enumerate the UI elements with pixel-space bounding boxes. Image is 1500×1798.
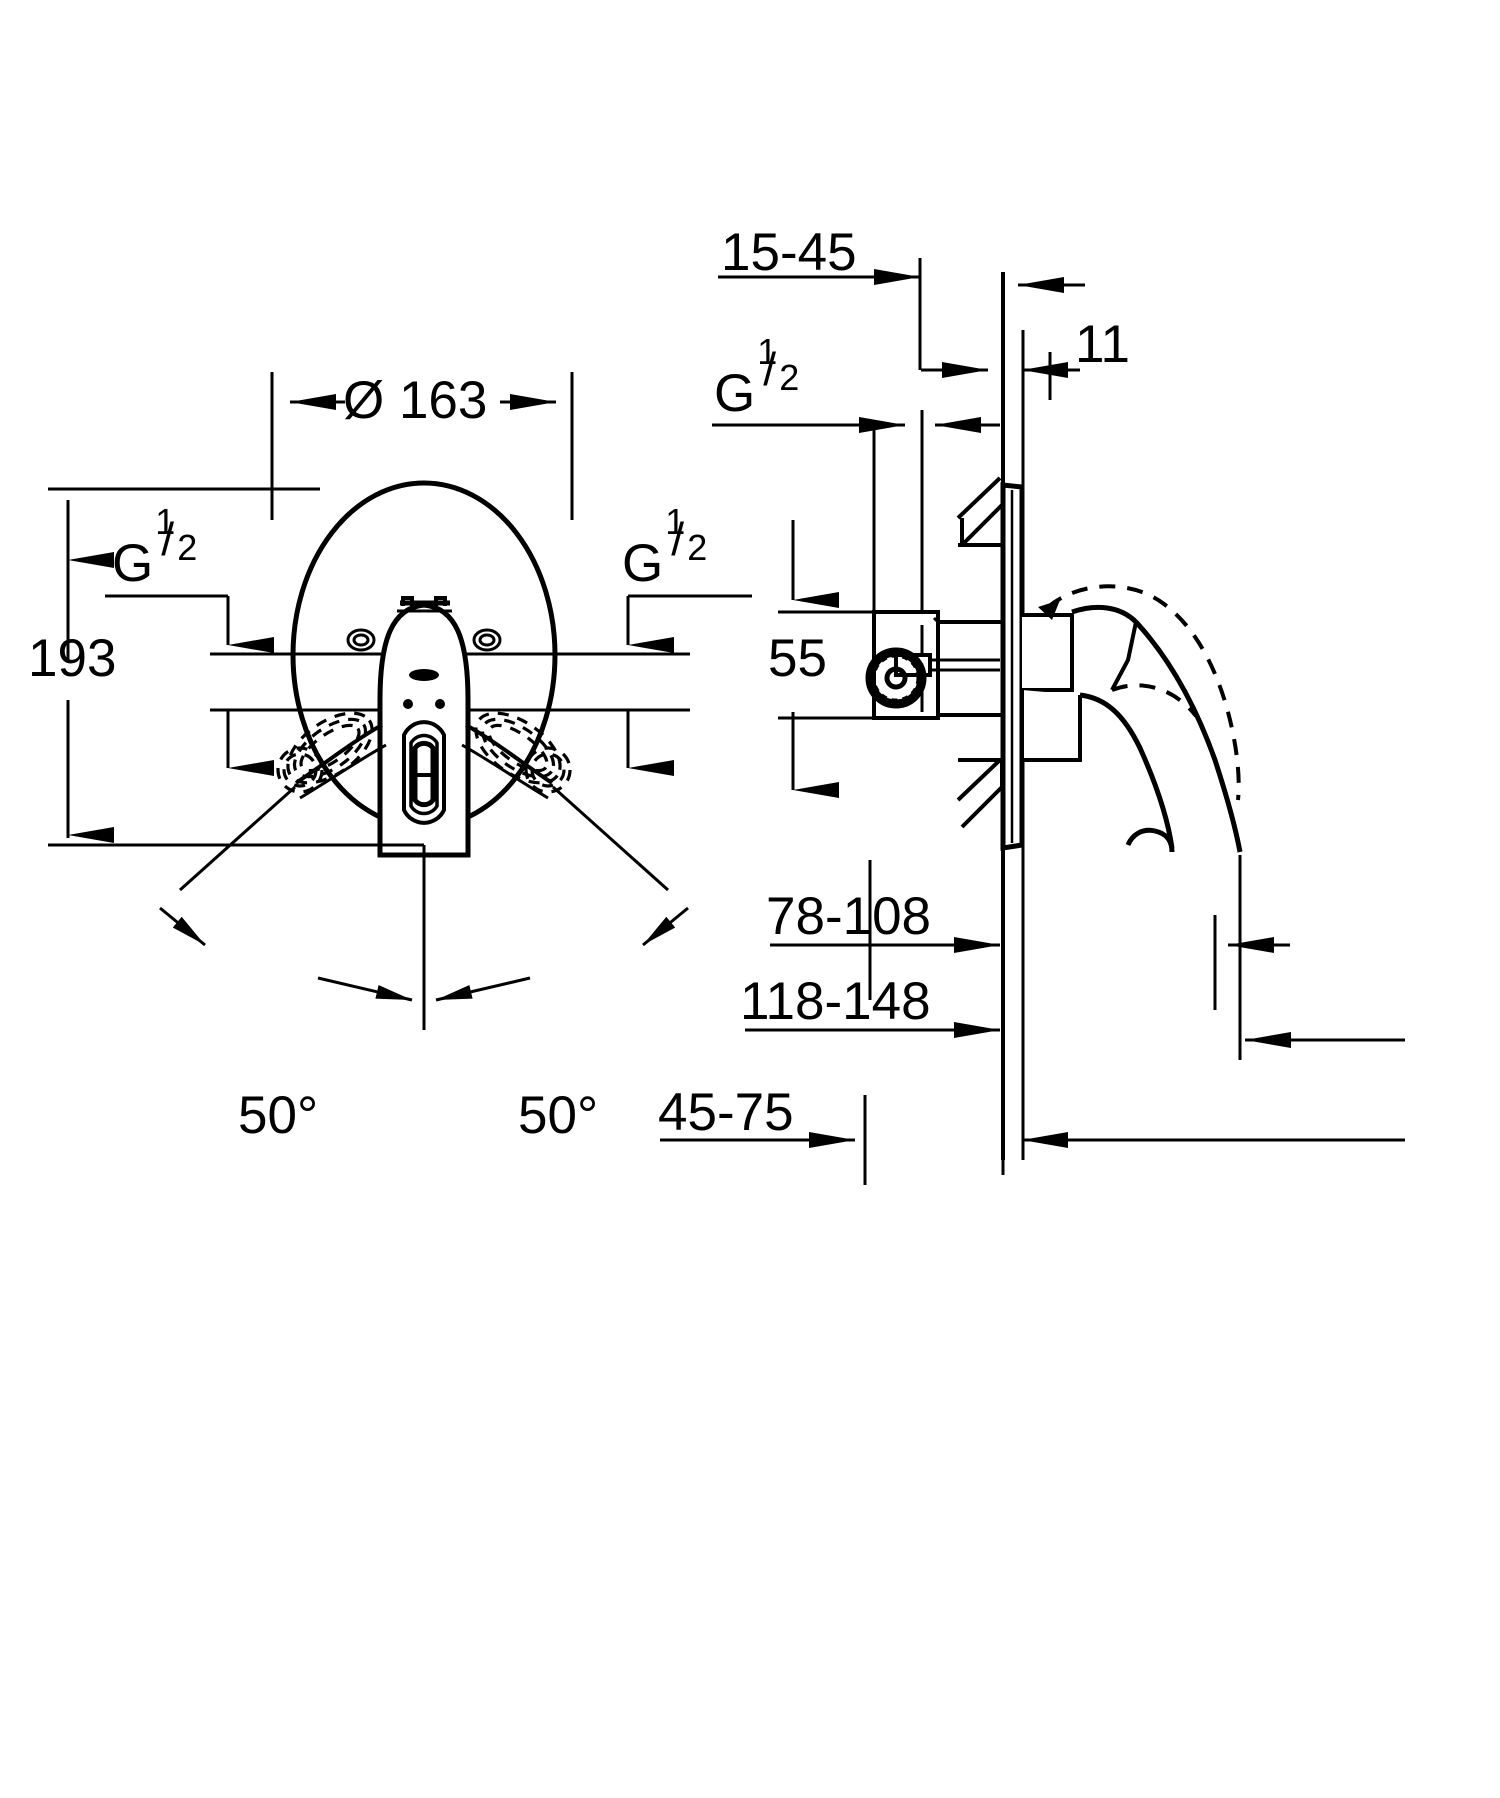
dimension-projection-45-75: 45-75 — [658, 1083, 794, 1142]
dimension-wall-depth-15-45: 15-45 — [721, 223, 857, 282]
thread-letter-right: G — [622, 534, 664, 593]
angle-left-value: 50 — [238, 1086, 297, 1145]
dimension-projection-78-108: 78-108 — [766, 887, 932, 946]
thread-denominator-side: 2 — [779, 357, 800, 398]
thread-letter-side: G — [714, 364, 756, 423]
thread-numerator-left: 1 — [155, 501, 176, 542]
dimension-height-193: 193 — [28, 629, 117, 688]
front-view-group — [48, 372, 752, 1030]
thread-numerator-right: 1 — [665, 501, 686, 542]
degree-symbol-left: ° — [296, 1086, 319, 1145]
dimension-diameter-163: Ø 163 — [343, 371, 488, 430]
dimension-angle-left-50: 50° — [238, 1089, 318, 1142]
thread-denominator-right: 2 — [687, 527, 708, 568]
dimension-plate-thickness-11: 11 — [1075, 315, 1131, 374]
thread-denominator-left: 2 — [177, 527, 198, 568]
dimension-angle-right-50: 50° — [518, 1089, 598, 1142]
degree-symbol-right: ° — [576, 1086, 599, 1145]
thread-letter-left: G — [112, 534, 154, 593]
dimension-projection-118-148: 118-148 — [740, 972, 931, 1031]
angle-right-value: 50 — [518, 1086, 577, 1145]
dimension-center-height-55: 55 — [768, 629, 827, 688]
side-view-group — [660, 258, 1405, 1185]
thread-numerator-side: 1 — [757, 331, 778, 372]
